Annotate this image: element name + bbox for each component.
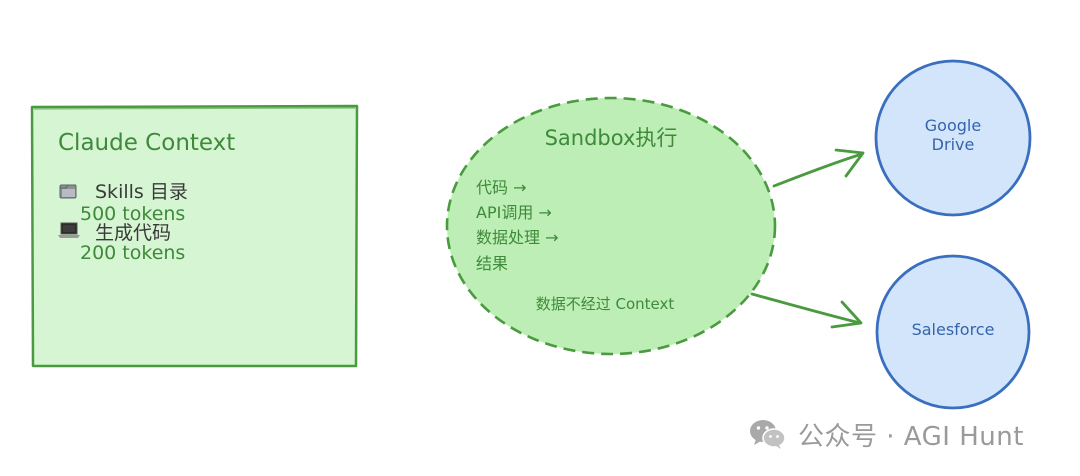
node-label-line1: Google: [925, 116, 981, 135]
sandbox-step: API调用 →: [476, 203, 552, 222]
google-drive-node: Google Drive: [874, 59, 1032, 217]
sandbox-step: 代码 →: [476, 178, 527, 197]
context-item-skills: Skills 目录 500 tokens: [59, 181, 188, 225]
arrow-to-google-drive: [772, 148, 865, 188]
context-title: Claude Context: [58, 130, 235, 156]
context-item-detail: 500 tokens: [80, 203, 185, 225]
context-item-generated-code: 生成代码 200 tokens: [58, 222, 185, 264]
sandbox-note: 数据不经过 Context: [536, 295, 675, 313]
node-label-line1: Salesforce: [912, 320, 995, 339]
sandbox-ellipse: Sandbox执行 代码 → API调用 → 数据处理 → 结果 数据不经过 C…: [445, 96, 777, 356]
salesforce-node: Salesforce: [875, 254, 1031, 410]
wechat-icon: [748, 417, 788, 451]
sandbox-title: Sandbox执行: [545, 126, 678, 150]
claude-context-box: Claude Context Skills 目录 500 tokens 生: [30, 104, 359, 368]
laptop-icon: [58, 222, 80, 238]
context-item-detail: 200 tokens: [80, 242, 185, 264]
folder-icon: [59, 184, 77, 199]
arrow-to-salesforce: [750, 292, 863, 329]
context-item-label: Skills 目录: [95, 181, 188, 203]
watermark: 公众号 · AGI Hunt: [748, 414, 1024, 454]
sandbox-step: 数据处理 →: [476, 228, 559, 247]
node-label-line2: Drive: [932, 135, 975, 154]
context-item-label: 生成代码: [95, 222, 171, 244]
sandbox-step: 结果: [476, 254, 508, 273]
watermark-text: 公众号 · AGI Hunt: [798, 421, 1024, 452]
